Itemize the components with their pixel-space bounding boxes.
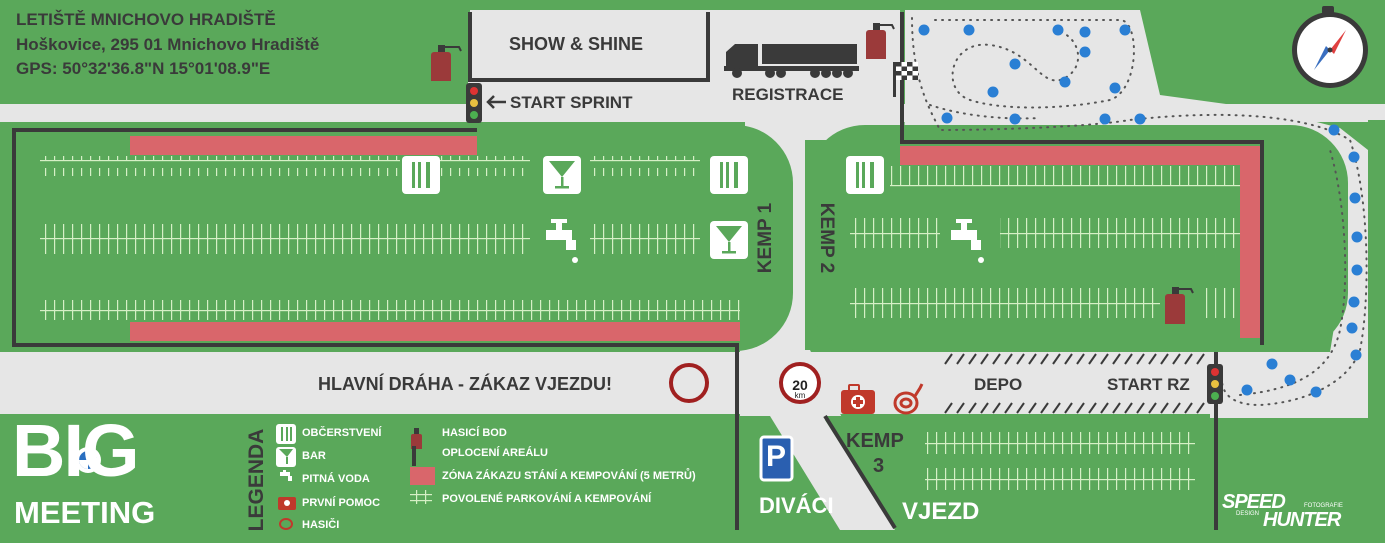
credit-speed: SPEED	[1222, 491, 1286, 513]
start-rz-label: START RZ	[1107, 375, 1190, 394]
right-track-area	[905, 10, 1368, 418]
track-cones	[918, 24, 1363, 398]
kemp3-number: 3	[873, 455, 885, 477]
top-road	[470, 10, 905, 140]
logo-meeting: MEETING	[14, 495, 156, 530]
depo-label: DEPO	[974, 375, 1023, 394]
legend-icons	[276, 424, 435, 530]
parking-sign-letter: P	[765, 440, 787, 473]
map-title: LETIŠTĚ MNICHOVO HRADIŠTĚ	[16, 10, 276, 29]
speed-limit-sign-icon	[779, 362, 821, 404]
right-grass	[1368, 120, 1385, 420]
tap-icon	[546, 219, 578, 263]
speed-limit-unit: km	[794, 391, 806, 400]
left-arrow-icon	[486, 95, 506, 109]
bar-icon	[710, 221, 748, 259]
food-icon	[710, 156, 748, 194]
extinguisher-icon	[1165, 287, 1194, 324]
kemp1-label: KEMP 1	[755, 202, 776, 274]
parking-sign-icon	[759, 435, 794, 482]
kemp2-label: KEMP 2	[816, 202, 837, 274]
main-runway	[0, 352, 1210, 414]
legend-item-extinguisher: HASICÍ BOD	[442, 427, 507, 439]
logo-emblem-icon	[75, 447, 101, 473]
parking-rows	[40, 156, 1240, 490]
checkered-flag-icon	[893, 62, 918, 97]
first-aid-icon	[841, 384, 875, 414]
legend-title: LEGENDA	[245, 428, 268, 532]
bar-icon	[543, 156, 581, 194]
vjezd-label: VJEZD	[902, 498, 980, 525]
extinguisher-icon	[866, 23, 895, 59]
food-icon	[846, 156, 884, 194]
legend-item-first-aid: PRVNÍ POMOC	[302, 497, 381, 509]
show-shine-label: SHOW & SHINE	[509, 34, 644, 54]
legend-item-bar: BAR	[302, 450, 326, 462]
depo-hatching	[944, 353, 1205, 414]
registrace-label: REGISTRACE	[732, 85, 844, 104]
divaci-label: DIVÁCI	[759, 493, 834, 518]
kemp3-label: KEMP	[846, 430, 904, 452]
credit-design: DESIGN	[1236, 511, 1260, 517]
speed-limit-value: 20	[792, 377, 808, 393]
hose-icon	[893, 383, 924, 415]
truck-icon	[724, 44, 859, 78]
legend-item-fence: OPLOCENÍ AREÁLU	[442, 447, 548, 459]
no-parking-zones	[130, 136, 1260, 341]
legend-item-no-parking: ZÓNA ZÁKAZU STÁNÍ A KEMPOVÁNÍ (5 METRŮ)	[442, 470, 696, 482]
address: Hoškovice, 295 01 Mnichovo Hradiště	[16, 35, 320, 54]
traffic-light-icon	[466, 83, 482, 123]
extinguisher-icon	[431, 45, 462, 81]
compass-icon	[1292, 6, 1368, 88]
gps-coordinates: GPS: 50°32'36.8"N 15°01'08.9"E	[16, 59, 271, 78]
legend-item-food: OBČERSTVENÍ	[302, 427, 382, 439]
legend-item-water: PITNÁ VODA	[302, 473, 370, 485]
legend-item-parking: POVOLENÉ PARKOVÁNÍ A KEMPOVÁNÍ	[442, 493, 652, 505]
start-sprint-label: START SPRINT	[510, 93, 633, 112]
legend-item-firefighters: HASIČI	[302, 519, 340, 531]
main-runway-label: HLAVNÍ DRÁHA - ZÁKAZ VJEZDU!	[318, 374, 612, 394]
food-icon	[402, 156, 440, 194]
no-entry-sign-icon	[669, 363, 709, 403]
logo-big: BIG	[12, 409, 140, 492]
credit-fotografie: FOTOGRAFIE	[1304, 503, 1343, 509]
credit-hunter: HUNTER	[1263, 509, 1341, 531]
traffic-light-icon	[1207, 364, 1223, 404]
tap-icon	[951, 219, 984, 263]
